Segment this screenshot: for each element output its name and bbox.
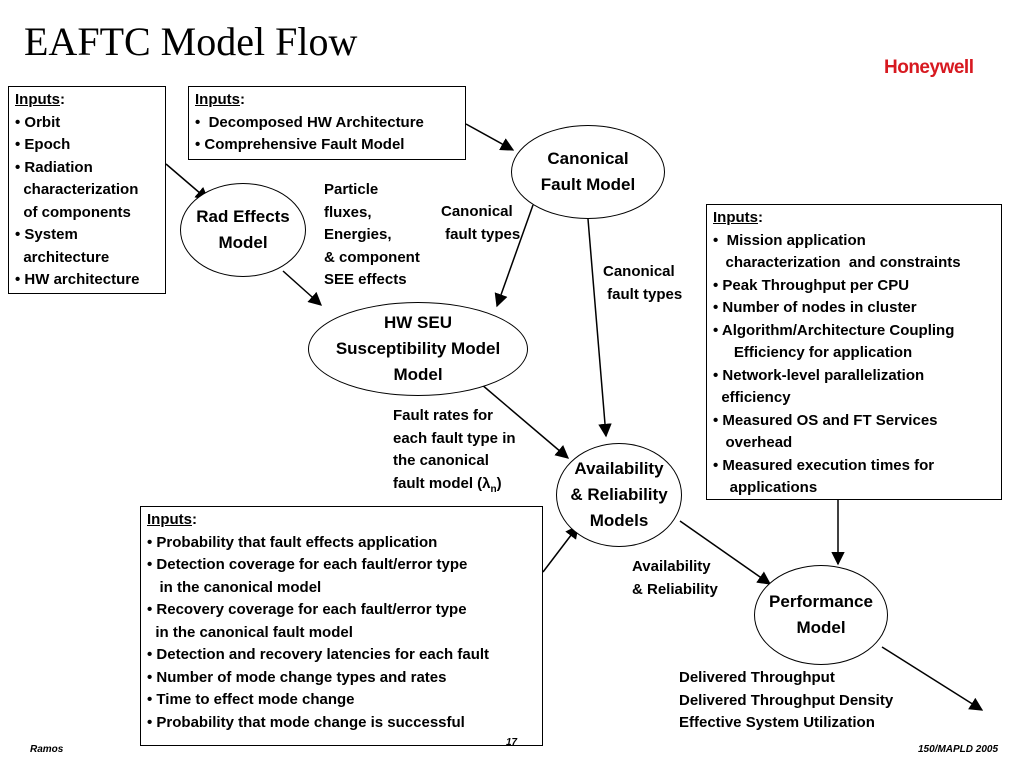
performance-model-node: Performance Model: [754, 565, 888, 665]
input-line: of components: [15, 203, 131, 221]
fault-rates-close: ): [496, 474, 502, 492]
input-line: in the canonical model: [147, 578, 322, 596]
input-line: • Network-level parallelization: [713, 366, 925, 384]
arrow-avail-to-performance: [679, 520, 772, 585]
node-label: Rad Effects Model: [196, 207, 290, 252]
node-label: HW SEU Susceptibility Model Model: [335, 313, 501, 384]
node-label: Availability & Reliability Models: [570, 459, 668, 530]
lambda-symbol: λ: [482, 474, 491, 492]
node-label: Canonical Fault Model: [540, 149, 636, 194]
input-line: • System: [15, 226, 78, 243]
fault-rates-label: Fault rates for each fault type in the c…: [393, 405, 516, 501]
inputs-heading: Inputs: [713, 209, 758, 226]
input-line: • Measured execution times for: [713, 456, 935, 474]
honeywell-logo: Honeywell: [884, 57, 974, 78]
arrow-top-inputs-to-canonical: [465, 123, 515, 151]
input-line: • Recovery coverage for each fault/error…: [147, 601, 467, 618]
input-line: • Peak Throughput per CPU: [713, 276, 910, 294]
input-line: • Number of mode change types and rates: [147, 668, 447, 686]
arrow-hwseu-to-avail: [480, 383, 570, 459]
inputs-heading: Inputs: [195, 91, 240, 108]
input-line: efficiency: [713, 389, 791, 406]
input-line: architecture: [15, 248, 110, 266]
input-line: characterization and constraints: [713, 254, 961, 271]
inputs-heading: Inputs: [15, 91, 60, 108]
lambda-subscript: n: [490, 483, 497, 495]
footer-author: Ramos: [30, 744, 64, 755]
availability-reliability-node: Availability & Reliability Models: [556, 443, 682, 547]
arrow-performance-to-output: [881, 646, 984, 711]
input-line: applications: [713, 479, 818, 496]
inputs-heading: Inputs: [147, 511, 192, 528]
hw-seu-model-node: HW SEU Susceptibility Model Model: [308, 302, 528, 396]
availability-reliability-label: Availability & Reliability: [632, 558, 718, 598]
arrow-rad-to-hwseu: [282, 270, 323, 306]
inputs-left-box: Inputs: • Orbit • Epoch • Radiation char…: [8, 86, 166, 294]
input-line: • Probability that mode change is succes…: [147, 713, 465, 731]
delivered-throughput-label: Delivered Throughput Delivered Throughpu…: [679, 669, 894, 731]
input-line: • Mission application: [713, 231, 866, 249]
canonical-fault-types-label-1: Canonical fault types: [441, 203, 521, 243]
arrow-canonical-to-hwseu: [494, 204, 534, 308]
input-line: • Comprehensive Fault Model: [195, 136, 405, 153]
fault-rates-text: Fault rates for each fault type in the c…: [393, 407, 516, 492]
input-line: • Number of nodes in cluster: [713, 299, 917, 316]
canonical-fault-model-node: Canonical Fault Model: [511, 125, 665, 219]
input-line: • Probability that fault effects applica…: [147, 533, 438, 551]
node-label: Performance Model: [769, 592, 873, 637]
rad-effects-model-node: Rad Effects Model: [180, 183, 306, 277]
arrow-bottom-inputs-to-avail: [542, 524, 579, 573]
input-line: • Measured OS and FT Services: [713, 411, 938, 429]
input-line: • Time to effect mode change: [147, 691, 355, 708]
particle-fluxes-label: Particle fluxes, Energies, & component S…: [324, 181, 420, 288]
input-line: characterization: [15, 181, 139, 198]
page-title: EAFTC Model Flow: [24, 19, 358, 64]
inputs-bottom-box: Inputs: • Probability that fault effects…: [140, 506, 543, 746]
inputs-top-box: Inputs: • Decomposed HW Architecture • C…: [188, 86, 466, 160]
footer-page-number: 17: [506, 737, 518, 748]
input-line: • Epoch: [15, 136, 71, 153]
input-line: in the canonical fault model: [147, 623, 353, 641]
canonical-fault-types-label-2: Canonical fault types: [603, 263, 683, 303]
input-line: Efficiency for application: [713, 344, 913, 361]
input-line: • Detection coverage for each fault/erro…: [147, 556, 468, 573]
footer-event: 150/MAPLD 2005: [918, 744, 999, 755]
input-line: • Detection and recovery latencies for e…: [147, 646, 490, 663]
input-line: • Algorithm/Architecture Coupling: [713, 321, 955, 339]
input-line: • Radiation: [15, 158, 93, 176]
arrow-canonical-to-avail: [587, 218, 612, 438]
input-line: • HW architecture: [15, 271, 140, 288]
input-line: • Decomposed HW Architecture: [195, 113, 424, 131]
input-line: • Orbit: [15, 113, 61, 131]
inputs-right-box: Inputs: • Mission application characteri…: [706, 204, 1002, 500]
input-line: overhead: [713, 434, 793, 451]
